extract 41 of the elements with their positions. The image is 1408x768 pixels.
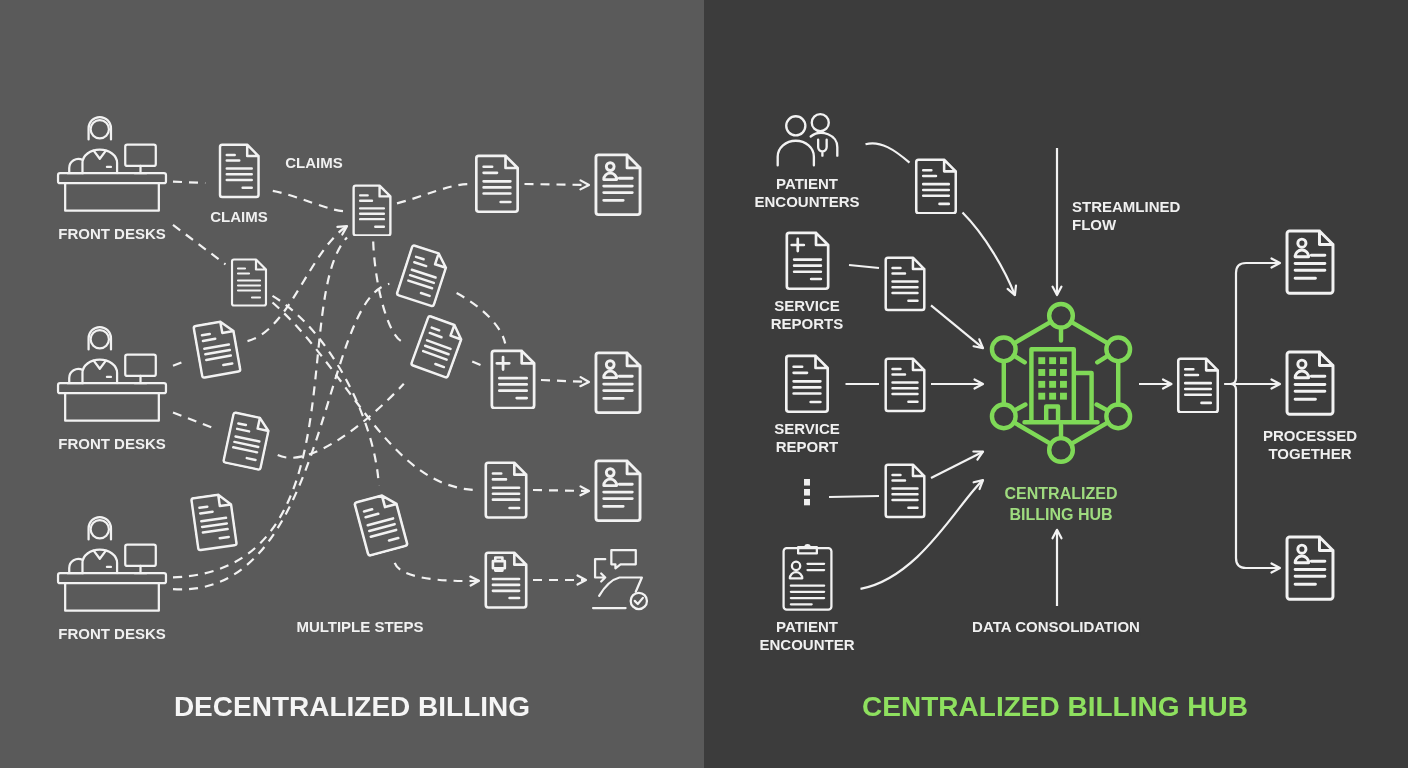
dashed-connector-line bbox=[456, 292, 507, 344]
node-label: SERVICE REPORT bbox=[773, 419, 841, 456]
dashed-connector-line bbox=[396, 182, 470, 205]
arrow bbox=[931, 378, 985, 390]
dashed-connector-line bbox=[172, 282, 390, 591]
annotation: MULTIPLE STEPS bbox=[296, 618, 424, 636]
node-label: SERVICE REPORTS bbox=[770, 296, 844, 333]
dashed-arrow bbox=[247, 225, 349, 343]
arrow bbox=[930, 304, 985, 350]
arrow bbox=[1051, 528, 1063, 606]
node-label: FRONT DESKS bbox=[58, 624, 166, 643]
arrow bbox=[1224, 382, 1282, 574]
arrow bbox=[860, 479, 985, 590]
dashed-arrow bbox=[524, 179, 591, 191]
panel-title: DECENTRALIZED BILLING bbox=[173, 690, 531, 724]
dashed-arrow bbox=[533, 485, 591, 497]
panel-title: CENTRALIZED BILLING HUB bbox=[862, 690, 1248, 724]
dashed-arrow bbox=[393, 562, 481, 587]
panel bbox=[0, 0, 704, 768]
dashed-connector-line bbox=[172, 236, 348, 579]
node-label: FRONT DESKS bbox=[58, 434, 166, 453]
node-label: CLAIMS bbox=[210, 207, 268, 226]
node-label: PATIENT ENCOUNTERS bbox=[753, 174, 861, 211]
arrow bbox=[961, 211, 1017, 297]
dashed-arrow bbox=[533, 574, 588, 586]
node-label: CENTRALIZED BILLING HUB bbox=[1004, 483, 1118, 525]
connector-line bbox=[845, 382, 879, 386]
connector-line bbox=[848, 263, 880, 270]
arrow bbox=[930, 450, 985, 479]
annotation: CLAIMS bbox=[285, 154, 343, 172]
arrow bbox=[1051, 148, 1063, 297]
dashed-connector-line bbox=[172, 224, 227, 266]
node-label: FRONT DESKS bbox=[58, 224, 166, 243]
arrow bbox=[1139, 378, 1173, 390]
node-label: PATIENT ENCOUNTER bbox=[758, 618, 856, 655]
annotation: PROCESSED TOGETHER bbox=[1262, 427, 1358, 463]
dashed-connector-line bbox=[277, 383, 405, 459]
ellipsis: ⋮ bbox=[790, 472, 824, 512]
connector-line bbox=[865, 142, 911, 164]
connector-line bbox=[828, 494, 880, 499]
dashed-arrow bbox=[540, 376, 591, 388]
